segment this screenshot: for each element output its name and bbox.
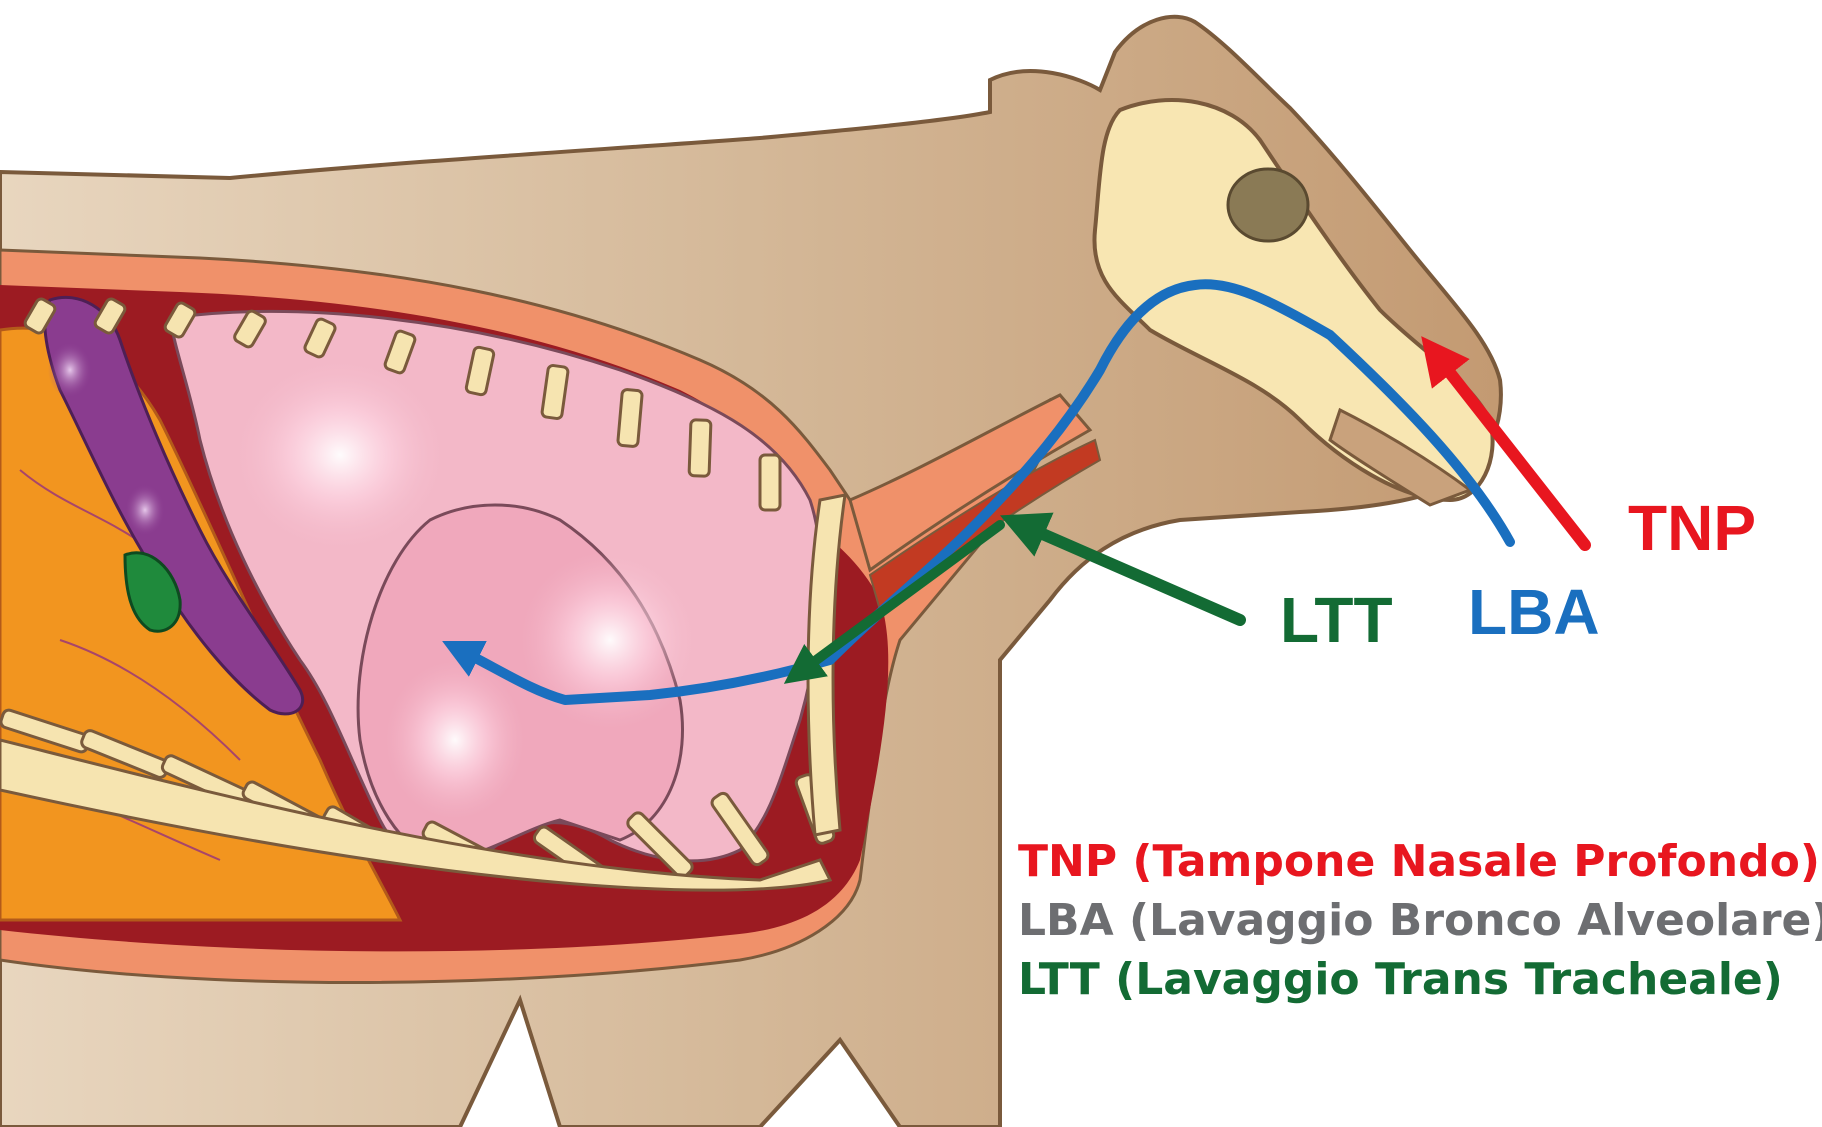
- lung-highlight: [230, 355, 450, 555]
- ltt-label: LTT: [1280, 588, 1393, 652]
- legend: TNP (Tampone Nasale Profondo) LBA (Lavag…: [1018, 832, 1822, 1009]
- spleen-highlight: [48, 342, 92, 398]
- spleen-highlight: [125, 484, 165, 536]
- lung-highlight: [520, 550, 700, 730]
- legend-lba: LBA (Lavaggio Bronco Alveolare): [1018, 891, 1822, 950]
- eye-socket: [1228, 169, 1308, 241]
- tnp-label: TNP: [1628, 496, 1756, 560]
- lung-highlight: [385, 660, 525, 820]
- legend-ltt: LTT (Lavaggio Trans Tracheale): [1018, 950, 1822, 1009]
- legend-tnp: TNP (Tampone Nasale Profondo): [1018, 832, 1822, 891]
- lba-label: LBA: [1468, 580, 1600, 644]
